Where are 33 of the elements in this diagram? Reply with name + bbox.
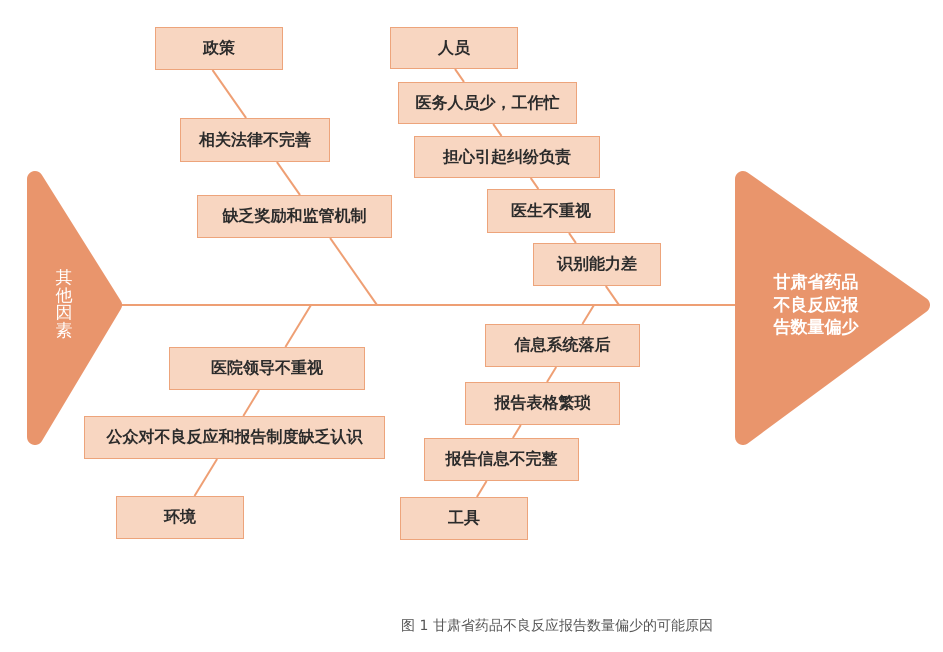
bone-line [242, 389, 260, 417]
bone-line [604, 285, 620, 306]
bone-line [530, 177, 540, 190]
figure-caption: 图 1 甘肃省药品不良反应报告数量偏少的可能原因 [401, 617, 713, 635]
bone-line [212, 69, 247, 119]
cause-box: 人员 [390, 27, 518, 69]
bone-line [546, 366, 558, 383]
cause-box: 识别能力差 [533, 243, 661, 286]
bone-line [568, 232, 577, 244]
cause-box: 医生不重视 [487, 189, 615, 233]
bone-line [329, 237, 378, 306]
cause-box: 环境 [116, 496, 244, 539]
bone-line [582, 304, 595, 325]
cause-box: 报告信息不完整 [424, 438, 579, 481]
head-triangle: 甘肃省药品不良反应报告数量偏少 [735, 171, 930, 445]
bone-line [476, 480, 488, 498]
bone-line [284, 304, 312, 348]
cause-box: 信息系统落后 [485, 324, 640, 367]
cause-box: 担心引起纠纷负责 [414, 136, 600, 178]
bone-line [512, 424, 522, 439]
bone-line [276, 161, 301, 196]
cause-box: 报告表格繁琐 [465, 382, 620, 425]
cause-box: 缺乏奖励和监管机制 [197, 195, 392, 238]
cause-box: 政策 [155, 27, 283, 70]
spine-line [122, 304, 735, 306]
bone-line [492, 123, 502, 137]
cause-box: 医务人员少，工作忙 [398, 82, 577, 124]
cause-box: 公众对不良反应和报告制度缺乏认识 [84, 416, 385, 459]
cause-box: 工具 [400, 497, 528, 540]
bone-line [454, 68, 465, 83]
cause-box: 相关法律不完善 [180, 118, 330, 162]
bone-line [194, 458, 218, 497]
cause-box: 医院领导不重视 [169, 347, 365, 390]
